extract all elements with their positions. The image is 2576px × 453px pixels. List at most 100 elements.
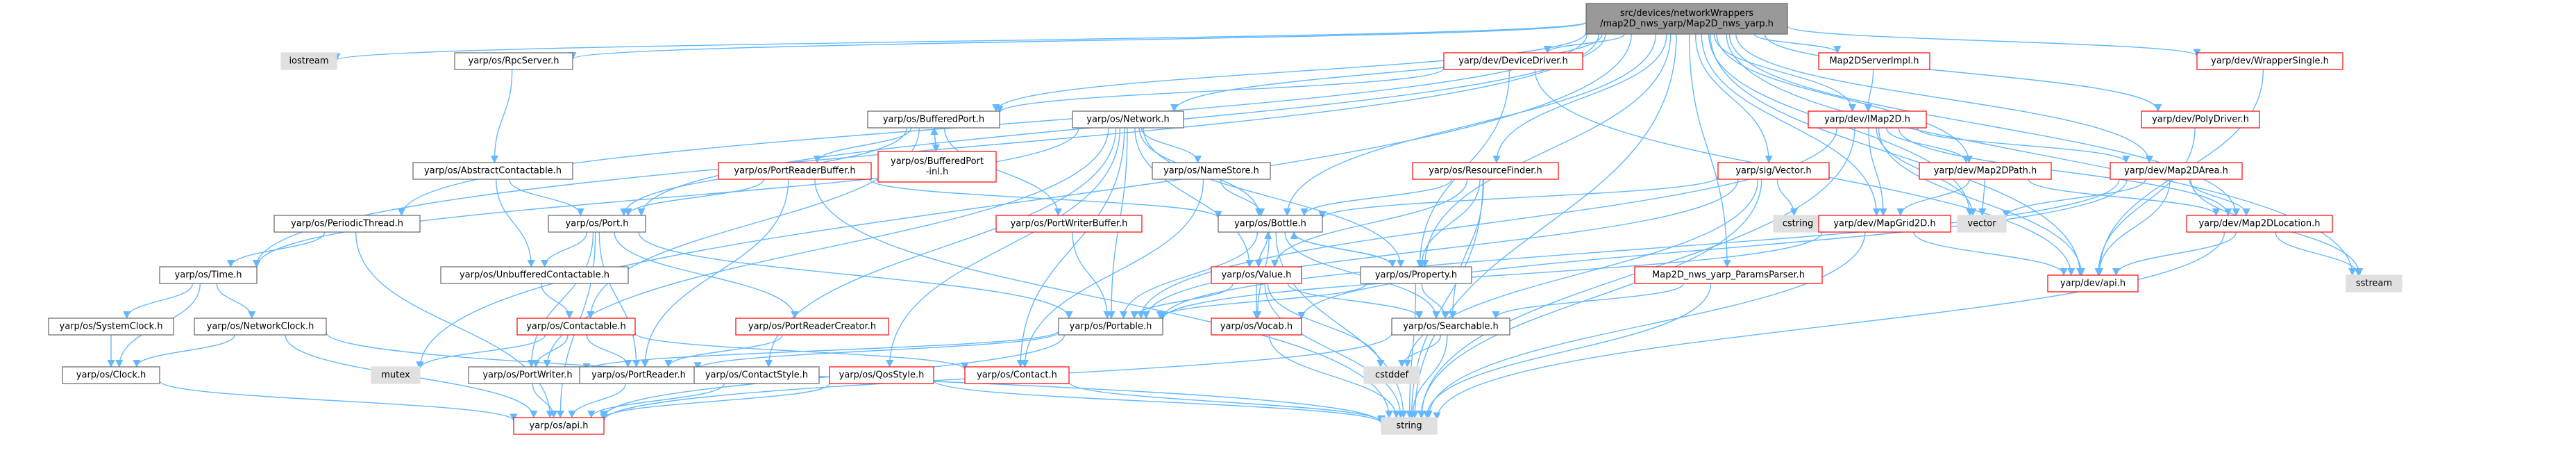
node-box-unbufferedcontactable <box>440 266 629 284</box>
node-searchable[interactable]: yarp/os/Searchable.h <box>1391 318 1510 336</box>
node-contactable[interactable]: yarp/os/Contactable.h <box>516 318 636 336</box>
edge-property-to-bottle <box>1290 231 1393 267</box>
node-box-cstring <box>1773 215 1823 233</box>
node-bottle[interactable]: yarp/os/Bottle.h <box>1218 215 1323 233</box>
node-devapi[interactable]: yarp/dev/api.h <box>2047 274 2139 293</box>
node-iostream[interactable]: iostream <box>280 52 337 70</box>
node-cstddef[interactable]: cstddef <box>1363 366 1420 384</box>
edge-sigvector-to-string <box>1417 179 1762 419</box>
node-vocab[interactable]: yarp/os/Vocab.h <box>1211 318 1302 336</box>
node-systemclock[interactable]: yarp/os/SystemClock.h <box>48 318 174 336</box>
node-label-bufferedport_inl-line1: yarp/os/BufferedPort <box>891 156 984 167</box>
node-box-rpcserver <box>454 52 573 70</box>
edge-root-to-map2dserverimpl <box>1753 33 1842 54</box>
node-label-bufferedport: yarp/os/BufferedPort.h <box>883 115 984 125</box>
node-sstream[interactable]: sstream <box>2346 274 2402 293</box>
edge-port-to-portreadercreator <box>614 231 799 320</box>
edge-time-to-systemclock <box>123 283 193 320</box>
edge-value-to-cstddef <box>1267 283 1385 368</box>
edge-vocab-to-string <box>1268 334 1401 419</box>
edge-network-to-time <box>253 127 1079 268</box>
edge-bufferedport-to-portwriterbuffer <box>943 127 1062 217</box>
node-label-searchable: yarp/os/Searchable.h <box>1403 322 1499 332</box>
node-rpcserver[interactable]: yarp/os/RpcServer.h <box>454 52 573 70</box>
node-vector[interactable]: vector <box>1957 215 2007 233</box>
node-portreadercreator[interactable]: yarp/os/PortReaderCreator.h <box>735 318 889 336</box>
edge-portreader-to-osapi <box>568 383 626 419</box>
edge-sigvector-to-cstring <box>1776 179 1799 217</box>
edge-root-to-polydriver <box>1764 33 2162 113</box>
node-unbufferedcontactable[interactable]: yarp/os/UnbufferedContactable.h <box>440 266 629 284</box>
node-qosstyle[interactable]: yarp/os/QosStyle.h <box>829 366 934 384</box>
node-contact[interactable]: yarp/os/Contact.h <box>964 366 1070 384</box>
edge-contactable-to-portreader <box>586 334 632 368</box>
node-network[interactable]: yarp/os/Network.h <box>1072 110 1184 129</box>
node-property[interactable]: yarp/os/Property.h <box>1360 266 1472 284</box>
node-label-cstring: cstring <box>1783 219 1813 229</box>
edge-nameStore-to-contact <box>1020 179 1204 368</box>
edge-imap2d-to-map2dpath <box>1885 127 1970 164</box>
node-contactstyle[interactable]: yarp/os/ContactStyle.h <box>693 366 820 384</box>
node-bufferedport[interactable]: yarp/os/BufferedPort.h <box>867 110 1000 129</box>
node-nameStore[interactable]: yarp/os/NameStore.h <box>1152 162 1271 180</box>
node-box-vector <box>1957 215 2007 233</box>
node-paramsparser[interactable]: Map2D_nws_yarp_ParamsParser.h <box>1634 266 1823 284</box>
edge-root-to-devicedriver <box>1543 33 1625 54</box>
edge-value-to-bottle <box>1258 231 1272 267</box>
edge-resourcefinder-to-bottle <box>1300 179 1452 217</box>
node-portreaderbuffer[interactable]: yarp/os/PortReaderBuffer.h <box>718 162 872 180</box>
edge-portreaderbuffer-to-bottle <box>869 179 1222 219</box>
node-resourcefinder[interactable]: yarp/os/ResourceFinder.h <box>1412 162 1559 180</box>
edge-root-to-iostream <box>333 21 1587 61</box>
node-devicedriver[interactable]: yarp/dev/DeviceDriver.h <box>1443 52 1583 70</box>
node-label-contactstyle: yarp/os/ContactStyle.h <box>705 370 808 381</box>
node-map2dlocation[interactable]: yarp/dev/Map2DLocation.h <box>2186 215 2333 233</box>
node-portreader[interactable]: yarp/os/PortReader.h <box>579 366 698 384</box>
node-port[interactable]: yarp/os/Port.h <box>548 215 646 233</box>
node-label-time: yarp/os/Time.h <box>175 270 242 281</box>
edge-sigvector-to-bottle <box>1318 176 1719 220</box>
node-box-vocab <box>1211 318 1302 336</box>
node-label-wrappersingle: yarp/dev/WrapperSingle.h <box>2211 56 2329 67</box>
node-box-cstddef <box>1363 366 1420 384</box>
node-sigvector[interactable]: yarp/sig/Vector.h <box>1717 162 1830 180</box>
node-polydriver[interactable]: yarp/dev/PolyDriver.h <box>2141 110 2260 129</box>
edge-port-to-portreader <box>598 231 641 368</box>
edge-root-to-property <box>1421 33 1672 268</box>
node-cstring[interactable]: cstring <box>1773 215 1823 233</box>
node-periodicthread[interactable]: yarp/os/PeriodicThread.h <box>273 215 421 233</box>
node-label-network: yarp/os/Network.h <box>1086 115 1169 125</box>
node-portwriter[interactable]: yarp/os/PortWriter.h <box>468 366 587 384</box>
node-time[interactable]: yarp/os/Time.h <box>159 266 258 284</box>
node-osapi[interactable]: yarp/os/api.h <box>513 417 605 435</box>
node-map2darea[interactable]: yarp/dev/Map2DArea.h <box>2110 162 2243 180</box>
node-box-portable <box>1058 318 1163 336</box>
node-portwriterbuffer[interactable]: yarp/os/PortWriterBuffer.h <box>995 215 1143 233</box>
edge-rpcserver-to-abstractcontactable <box>490 69 513 164</box>
edge-network-to-value <box>1134 127 1254 268</box>
node-imap2d[interactable]: yarp/dev/IMap2D.h <box>1808 110 1927 129</box>
edge-root-to-sstream <box>1726 33 2357 277</box>
node-box-abstractcontactable <box>412 162 573 180</box>
node-box-devapi <box>2047 274 2139 293</box>
node-abstractcontactable[interactable]: yarp/os/AbstractContactable.h <box>412 162 573 180</box>
edge-periodicthread-to-time <box>226 231 326 268</box>
node-root[interactable]: src/devices/networkWrappers/map2D_nws_ya… <box>1585 3 1788 35</box>
node-string[interactable]: string <box>1381 417 1438 435</box>
node-label-property: yarp/os/Property.h <box>1375 270 1457 281</box>
node-bufferedport_inl[interactable]: yarp/os/BufferedPort-inl.h <box>877 151 997 183</box>
node-networkclock[interactable]: yarp/os/NetworkClock.h <box>194 318 327 336</box>
edge-map2darea-to-vocab <box>1297 179 2128 320</box>
node-clock[interactable]: yarp/os/Clock.h <box>62 366 160 384</box>
node-mutex[interactable]: mutex <box>371 366 421 384</box>
node-box-qosstyle <box>829 366 934 384</box>
edge-map2dpath-to-map2dlocation <box>2028 179 2221 217</box>
node-label-vector: vector <box>1967 219 1996 229</box>
node-value[interactable]: yarp/os/Value.h <box>1211 266 1302 284</box>
node-wrappersingle[interactable]: yarp/dev/WrapperSingle.h <box>2196 52 2343 70</box>
node-map2dserverimpl[interactable]: Map2DServerImpl.h <box>1818 52 1930 70</box>
node-map2dpath[interactable]: yarp/dev/Map2DPath.h <box>1919 162 2052 180</box>
node-mapgrid2d[interactable]: yarp/dev/MapGrid2D.h <box>1818 215 1951 233</box>
node-portable[interactable]: yarp/os/Portable.h <box>1058 318 1163 336</box>
edge-root-to-wrappersingle <box>1787 25 2201 57</box>
